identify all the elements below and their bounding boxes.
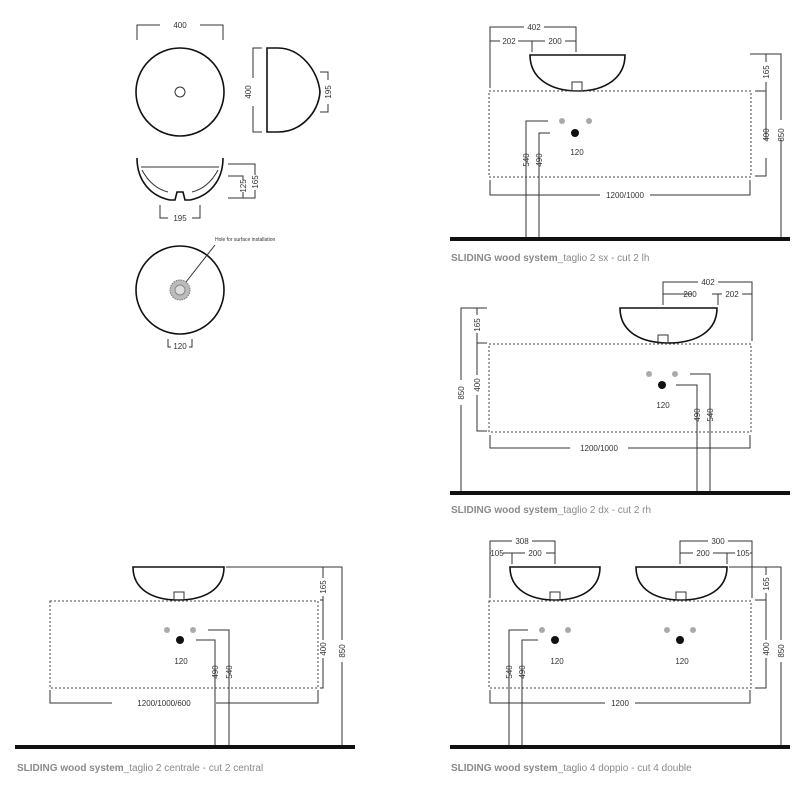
dim-width: 1200/1000 xyxy=(606,191,644,200)
dim-hole: 120 xyxy=(570,148,584,157)
basin-top-view: 400 xyxy=(135,21,225,137)
dim-inner-height: 125 xyxy=(239,179,248,193)
dim-left-overall: 308 xyxy=(515,537,529,546)
dim-hole: 120 xyxy=(174,657,188,666)
dim-h1: 165 xyxy=(762,65,771,79)
dim-hole-left: 120 xyxy=(550,657,564,666)
hole-label: Hole for surface installation xyxy=(215,237,276,243)
dim-d1: 540 xyxy=(505,665,514,679)
dim-hole: 120 xyxy=(173,342,187,351)
dim-h3: 850 xyxy=(338,644,347,658)
dim-d2: 490 xyxy=(518,665,527,679)
dim-width: 1200/1000 xyxy=(580,444,618,453)
dim-right-a: 200 xyxy=(696,549,710,558)
dim-depth: 400 xyxy=(244,85,253,99)
dim-h1: 165 xyxy=(473,318,482,332)
panel-cut-2-rh: 402 200 202 120 490 540 1200/1000 165 40… xyxy=(450,278,790,516)
dim-a: 202 xyxy=(502,37,516,46)
dim-hole: 120 xyxy=(656,401,670,410)
dim-overall: 402 xyxy=(701,278,715,287)
dim-total-height: 165 xyxy=(251,175,260,189)
dim-b: 202 xyxy=(725,290,739,299)
dim-b: 200 xyxy=(548,37,562,46)
caption: SLIDING wood system_taglio 2 centrale - … xyxy=(17,763,263,774)
dim-base-width: 195 xyxy=(173,214,187,223)
basin-side-view: 400 195 xyxy=(244,47,333,133)
dim-d1: 490 xyxy=(211,665,220,679)
panel-cut-2-central: 120 490 540 1200/1000/600 165 400 850 SL… xyxy=(15,566,355,774)
dim-d2: 540 xyxy=(706,408,715,422)
dim-h1: 165 xyxy=(762,577,771,591)
dim-h1: 165 xyxy=(319,580,328,594)
dim-overall: 402 xyxy=(527,23,541,32)
dim-h2: 400 xyxy=(762,642,771,656)
panel-cut-2-lh: 402 202 200 120 540 490 1200/1000 165 40… xyxy=(450,23,790,264)
dim-left-a: 105 xyxy=(490,549,504,558)
dim-right-overall: 300 xyxy=(711,537,725,546)
dim-h3: 850 xyxy=(777,128,786,142)
dim-d2: 540 xyxy=(225,665,234,679)
outlet-dot-right xyxy=(676,636,684,644)
panel-cut-4-double: 308 105 200 300 200 105 120 120 540 490 … xyxy=(450,537,790,774)
dim-width: 1200 xyxy=(611,699,629,708)
dim-a: 200 xyxy=(683,290,697,299)
dim-right-b: 105 xyxy=(736,549,750,558)
dim-d1: 490 xyxy=(693,408,702,422)
dim-width: 400 xyxy=(173,21,187,30)
caption: SLIDING wood system_taglio 2 sx - cut 2 … xyxy=(451,253,649,264)
outlet-dot xyxy=(571,129,579,137)
dim-hole-right: 120 xyxy=(675,657,689,666)
dim-h2: 400 xyxy=(319,642,328,656)
outlet-dot xyxy=(658,381,666,389)
dim-left-b: 200 xyxy=(528,549,542,558)
outlet-dot xyxy=(176,636,184,644)
outlet-dot-left xyxy=(551,636,559,644)
dim-h2: 400 xyxy=(473,378,482,392)
caption: SLIDING wood system_taglio 4 doppio - cu… xyxy=(451,763,692,774)
dim-h3: 850 xyxy=(457,386,466,400)
basin-bottom-view: Hole for surface installation 120 xyxy=(135,237,276,351)
dim-h2: 400 xyxy=(762,128,771,142)
basin-detail: 400 400 195 125 165 195 Hole for surface… xyxy=(135,21,333,351)
dim-d2: 490 xyxy=(535,153,544,167)
basin-section-view: 125 165 195 xyxy=(136,157,260,223)
dim-h3: 850 xyxy=(777,644,786,658)
dim-side-offset: 195 xyxy=(324,85,333,99)
caption: SLIDING wood system_taglio 2 dx - cut 2 … xyxy=(451,505,651,516)
dim-d1: 540 xyxy=(522,153,531,167)
dim-width: 1200/1000/600 xyxy=(137,699,191,708)
